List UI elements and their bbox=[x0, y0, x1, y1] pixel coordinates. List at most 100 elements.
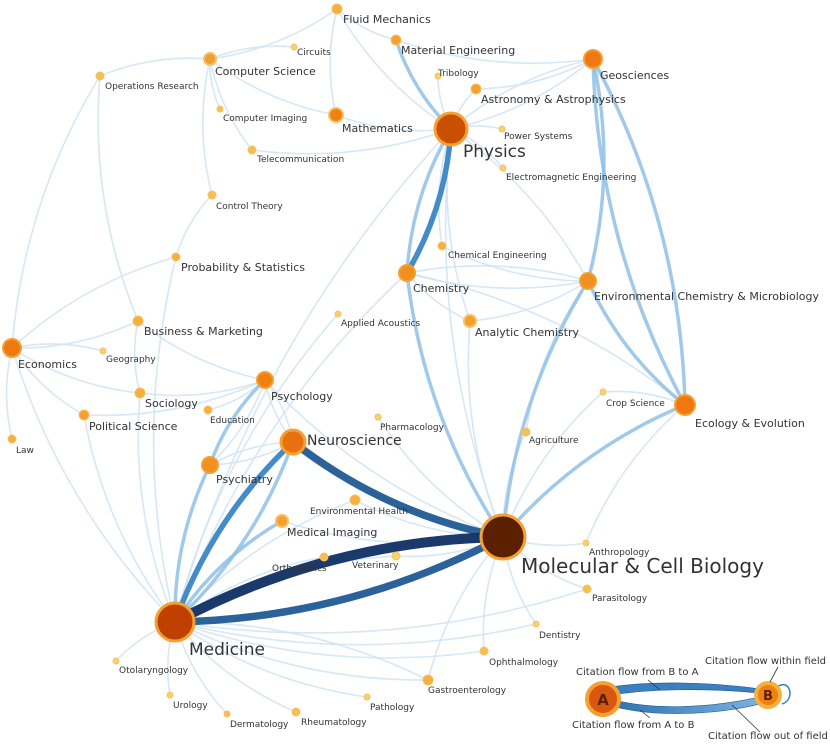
label-rheumatology: Rheumatology bbox=[301, 718, 367, 728]
node-chemistry[interactable] bbox=[398, 264, 416, 282]
legend-pointer-b-to-a bbox=[647, 679, 661, 691]
edge-chemeng-to-envchem bbox=[441, 245, 589, 282]
node-gastro[interactable] bbox=[422, 674, 434, 686]
node-anthropology[interactable] bbox=[582, 539, 590, 547]
edge-chemistry-to-physics bbox=[404, 126, 454, 276]
node-otolaryngology[interactable] bbox=[112, 657, 120, 665]
node-tribology[interactable] bbox=[434, 72, 442, 80]
legend-flow-b-to-a bbox=[603, 682, 769, 697]
edge-physics-to-medicine bbox=[174, 128, 452, 623]
label-economics: Economics bbox=[18, 358, 77, 371]
edge-business-to-sociology bbox=[133, 320, 141, 394]
node-education[interactable] bbox=[203, 405, 213, 415]
label-compsci: Computer Science bbox=[215, 65, 316, 78]
legend-self-loop bbox=[775, 684, 791, 705]
node-law[interactable] bbox=[7, 434, 17, 444]
node-psychiatry[interactable] bbox=[201, 456, 219, 474]
label-pharmacology: Pharmacology bbox=[380, 423, 445, 433]
legend-label-out: Citation flow out of field bbox=[708, 731, 828, 742]
node-astro[interactable] bbox=[470, 83, 482, 95]
label-physics: Physics bbox=[463, 142, 526, 162]
label-circuits: Circuits bbox=[297, 48, 331, 58]
edge-medicine-to-neuroscience bbox=[173, 440, 295, 624]
nodes-layer bbox=[2, 3, 696, 718]
node-mcb[interactable] bbox=[479, 513, 527, 561]
node-electromag[interactable] bbox=[499, 164, 507, 172]
node-geography[interactable] bbox=[99, 347, 107, 355]
edge-fluid-to-physics bbox=[336, 8, 452, 130]
node-cropsci[interactable] bbox=[599, 388, 607, 396]
node-sociology[interactable] bbox=[134, 387, 146, 399]
edge-envchem-to-ecology bbox=[586, 279, 687, 407]
edge-opsresearch-to-business bbox=[97, 75, 139, 322]
edge-polisci-to-psychology bbox=[83, 379, 266, 417]
node-circuits[interactable] bbox=[290, 43, 298, 51]
label-envchem: Environmental Chemistry & Microbiology bbox=[594, 290, 820, 303]
node-appacoustics[interactable] bbox=[334, 310, 342, 318]
node-dentistry[interactable] bbox=[532, 620, 540, 628]
node-business[interactable] bbox=[132, 315, 144, 327]
label-parasitology: Parasitology bbox=[592, 594, 648, 604]
node-telecom[interactable] bbox=[247, 145, 257, 155]
edge-control-to-probstat bbox=[175, 194, 213, 258]
legend-pointer-within bbox=[769, 666, 779, 683]
label-probstat: Probability & Statistics bbox=[181, 261, 305, 274]
node-fluid[interactable] bbox=[331, 3, 343, 15]
edge-economics-to-polisci bbox=[11, 347, 85, 416]
edge-envchem-to-agriculture bbox=[525, 280, 589, 433]
node-dermatology[interactable] bbox=[223, 710, 231, 718]
node-mathematics[interactable] bbox=[328, 107, 344, 123]
edge-ecology-to-chemistry bbox=[406, 272, 686, 406]
label-orthopedics: Orthopedics bbox=[272, 564, 327, 574]
edge-chemistry-to-mcb bbox=[405, 271, 505, 539]
node-analchem[interactable] bbox=[463, 314, 477, 328]
node-economics[interactable] bbox=[2, 338, 22, 358]
edge-geosciences-to-ecology bbox=[591, 57, 687, 407]
node-probstat[interactable] bbox=[171, 252, 181, 262]
edge-compsci-to-opsresearch bbox=[99, 57, 211, 77]
legend-pointer-a-to-b bbox=[639, 709, 651, 719]
node-pathology[interactable] bbox=[363, 693, 371, 701]
node-opsresearch[interactable] bbox=[95, 71, 105, 81]
label-sociology: Sociology bbox=[145, 397, 198, 410]
label-power: Power Systems bbox=[504, 132, 573, 142]
node-medimg[interactable] bbox=[275, 514, 289, 528]
label-medicine: Medicine bbox=[189, 640, 265, 660]
node-neuroscience[interactable] bbox=[279, 428, 307, 456]
node-ecology[interactable] bbox=[674, 394, 696, 416]
legend: A B Citation flow from B to A Citation f… bbox=[572, 656, 828, 742]
edge-neuroscience-to-medicine bbox=[172, 439, 296, 625]
node-parasitology[interactable] bbox=[582, 584, 592, 594]
node-psychology[interactable] bbox=[256, 371, 274, 389]
node-agriculture[interactable] bbox=[521, 427, 531, 437]
label-urology: Urology bbox=[173, 701, 208, 711]
node-ophthalmology[interactable] bbox=[479, 646, 489, 656]
label-polisci: Political Science bbox=[89, 420, 178, 433]
node-compsci[interactable] bbox=[203, 52, 217, 66]
edge-ecology-to-geosciences bbox=[591, 57, 687, 407]
node-mateng[interactable] bbox=[390, 34, 402, 46]
node-veterinary[interactable] bbox=[391, 551, 401, 561]
edge-analchem-to-mcb bbox=[467, 320, 504, 538]
node-polisci[interactable] bbox=[78, 409, 90, 421]
edge-economics-to-medicine bbox=[11, 347, 176, 623]
node-urology[interactable] bbox=[166, 691, 174, 699]
label-education: Education bbox=[210, 416, 255, 426]
node-geosciences[interactable] bbox=[583, 49, 603, 69]
node-envhealth[interactable] bbox=[349, 494, 361, 506]
node-control[interactable] bbox=[207, 190, 217, 200]
node-medicine[interactable] bbox=[154, 601, 196, 643]
node-compimg[interactable] bbox=[216, 105, 224, 113]
label-astro: Astronomy & Astrophysics bbox=[481, 93, 626, 106]
edge-probstat-to-medicine bbox=[152, 256, 177, 623]
node-rheumatology[interactable] bbox=[291, 707, 301, 717]
node-pharmacology[interactable] bbox=[374, 413, 382, 421]
node-envchem[interactable] bbox=[579, 272, 597, 290]
label-dentistry: Dentistry bbox=[539, 631, 581, 641]
node-power[interactable] bbox=[498, 125, 506, 133]
edge-economics-to-sociology bbox=[11, 347, 141, 394]
node-chemeng[interactable] bbox=[437, 241, 447, 251]
node-orthopedics[interactable] bbox=[319, 552, 329, 562]
node-physics[interactable] bbox=[433, 111, 469, 147]
label-compimg: Computer Imaging bbox=[223, 114, 307, 124]
